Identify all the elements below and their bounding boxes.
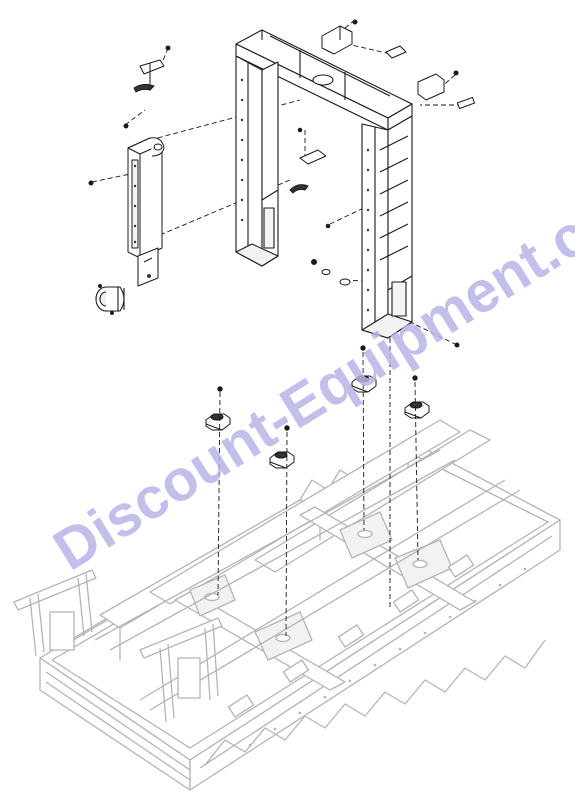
filter-element [95, 284, 125, 315]
isolator-mount [205, 413, 231, 431]
isolator-mount [269, 451, 295, 469]
gantry-frame [235, 29, 413, 339]
isolator-mounts [205, 345, 430, 469]
isolator-mount [351, 375, 377, 393]
isolator-mount [404, 401, 430, 419]
mounting-hardware [289, 19, 476, 348]
base-frame [13, 419, 561, 791]
radiator-assembly [88, 45, 171, 287]
